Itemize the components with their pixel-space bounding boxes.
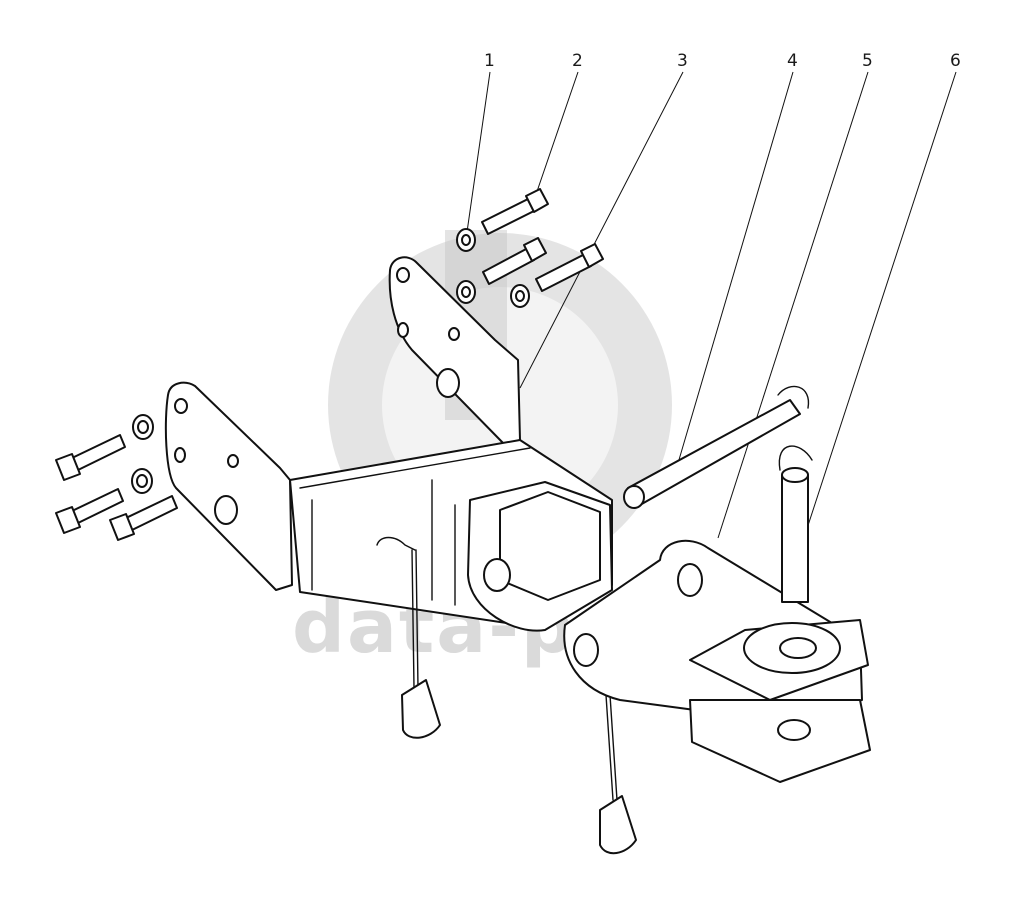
lanyard-left [401,549,441,739]
callout-5: 5 [862,51,873,71]
callout-labels: 1 2 3 4 5 6 [484,51,961,71]
washers-top [456,228,530,308]
callout-1: 1 [484,51,495,71]
leader-lines [466,71,957,551]
drawbar-clevis [563,539,871,783]
leader-line-4 [675,71,794,471]
leader-line-1 [466,71,491,233]
leader-line-5 [717,71,869,539]
callout-6: 6 [950,51,961,71]
hitch-bracket [164,256,613,632]
bolts-left [55,434,178,541]
long-pin [623,385,810,509]
callout-4: 4 [787,51,798,71]
leader-line-6 [799,71,957,551]
vertical-pin [778,445,813,603]
callout-2: 2 [572,51,583,71]
leader-line-2 [531,71,579,207]
lanyard-right [599,679,637,855]
callout-3: 3 [677,51,688,71]
bolts-top [481,188,604,292]
leader-line-3 [519,71,684,389]
